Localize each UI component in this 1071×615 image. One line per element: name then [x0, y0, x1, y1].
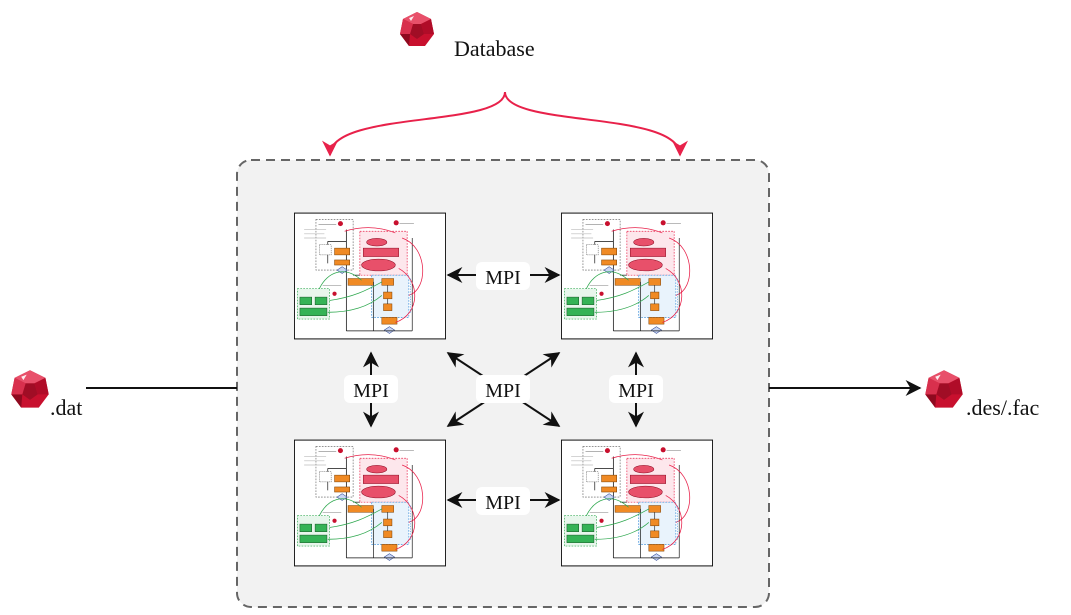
- output-label: .des/.fac: [966, 395, 1040, 420]
- mpi-label-bg-left: [344, 375, 398, 403]
- mpi-label-bg-bottom: [476, 487, 530, 515]
- mpi-label-center: MPI: [485, 380, 521, 402]
- workflow-node-top-right: [561, 212, 713, 340]
- mpi-label-bg-right: [609, 375, 663, 403]
- input-label: .dat: [50, 395, 82, 420]
- mpi-label-left: MPI: [353, 380, 389, 402]
- mpi-label-right: MPI: [618, 380, 654, 402]
- mpi-label-bg-center: [476, 375, 530, 403]
- workflow-node-top-left: [294, 212, 446, 340]
- mpi-label-bottom: MPI: [485, 492, 521, 514]
- database-arrow-left: [322, 91, 506, 157]
- database-gem-icon: [400, 12, 434, 46]
- workflow-node-bottom-left: [294, 439, 446, 567]
- output-gem-icon: [925, 370, 963, 408]
- database-label: Database: [454, 36, 535, 61]
- mpi-label-top: MPI: [485, 267, 521, 289]
- workflow-node-bottom-right: [561, 439, 713, 567]
- input-gem-icon: [11, 370, 49, 408]
- mpi-label-bg-top: [476, 262, 530, 290]
- database-arrow-right: [504, 91, 688, 157]
